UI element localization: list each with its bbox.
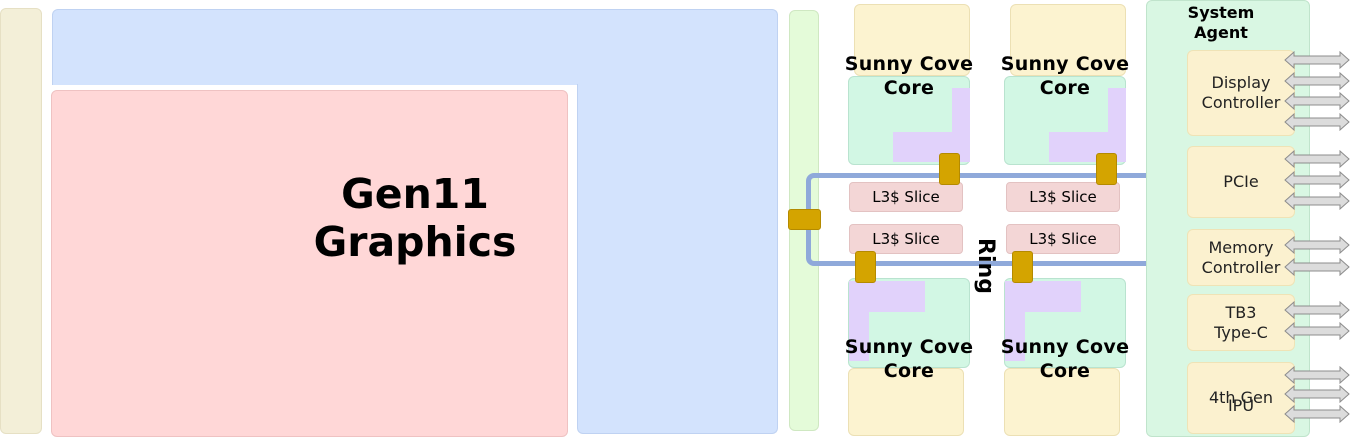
ring-label: Ring	[973, 238, 998, 294]
system-agent-title: System Agent	[1180, 3, 1262, 43]
display-controller-line2: Controller	[1201, 93, 1281, 112]
tb3-line1: TB3	[1225, 302, 1257, 322]
io-arrow-icon	[1284, 405, 1350, 423]
core-top-left-label-line1: Sunny Cove	[844, 53, 974, 75]
io-arrow-icon	[1284, 258, 1350, 276]
io-arrow-icon	[1284, 72, 1350, 90]
io-arrow-icon	[1284, 171, 1350, 189]
pcie-block: PCIe	[1187, 146, 1295, 218]
memory-controller-line1: Memory	[1208, 237, 1274, 257]
l3-slice: L3$ Slice	[1006, 224, 1120, 254]
ring-stop	[1012, 251, 1033, 283]
core-top-left-label: Sunny Cove Core	[839, 52, 979, 100]
tb3-line2: Type-C	[1214, 322, 1268, 342]
graphics-title-line2: Graphics	[313, 218, 517, 266]
core-top-right-cache	[1010, 4, 1126, 76]
core-top-right-label-line2: Core	[1039, 77, 1091, 99]
core-bottom-right-label: Sunny Cove Core	[995, 335, 1135, 383]
core-bottom-right-cache	[1004, 368, 1120, 436]
io-arrow-icon	[1284, 385, 1350, 403]
ring-stop	[939, 153, 960, 185]
io-arrow-icon	[1284, 192, 1350, 210]
core-top-left-label-line2: Core	[883, 77, 935, 99]
core-bottom-left-label: Sunny Cove Core	[839, 335, 979, 383]
core-top-right-label-line1: Sunny Cove	[1000, 53, 1130, 75]
graphics-title-line1: Gen11	[341, 170, 489, 218]
tb3-block: TB3 Type-C	[1187, 294, 1295, 351]
core-bottom-left-label-line1: Sunny Cove	[844, 336, 974, 358]
graphics-title: Gen11 Graphics	[300, 170, 530, 266]
memory-controller-block: Memory Controller	[1187, 229, 1295, 286]
core-top-left-cache	[854, 4, 970, 76]
ipu-line1: 4th Gen	[1208, 388, 1274, 407]
display-controller-line1: Display	[1211, 73, 1271, 92]
l3-slice: L3$ Slice	[849, 182, 963, 212]
core-bottom-right-accent-2	[1005, 281, 1081, 312]
system-agent-title-line1: System	[1187, 3, 1255, 22]
display-controller-block: Display Controller	[1187, 50, 1295, 136]
io-arrow-icon	[1284, 322, 1350, 340]
io-arrow-icon	[1284, 51, 1350, 69]
io-arrow-icon	[1284, 301, 1350, 319]
core-top-right-label: Sunny Cove Core	[995, 52, 1135, 100]
io-arrow-icon	[1284, 113, 1350, 131]
core-bottom-right-label-line1: Sunny Cove	[1000, 336, 1130, 358]
l3-slice: L3$ Slice	[849, 224, 963, 254]
system-agent-title-line2: Agent	[1194, 23, 1248, 42]
io-arrow-icon	[1284, 92, 1350, 110]
core-bottom-right-label-line2: Core	[1039, 360, 1091, 382]
graphics-top-band	[52, 9, 778, 85]
ring-stop	[1096, 153, 1117, 185]
ring-stop	[855, 251, 876, 283]
core-bottom-left-accent-2	[849, 281, 925, 312]
io-arrow-icon	[1284, 236, 1350, 254]
core-bottom-left-label-line2: Core	[883, 360, 935, 382]
io-arrow-icon	[1284, 366, 1350, 384]
memory-controller-line2: Controller	[1201, 257, 1281, 277]
graphics-main-block	[51, 90, 568, 437]
core-bottom-left-cache	[848, 368, 964, 436]
ipu-line2: IPU	[1227, 396, 1255, 415]
pcie-line1: PCIe	[1223, 172, 1259, 191]
io-arrow-icon	[1284, 150, 1350, 168]
l3-slice: L3$ Slice	[1006, 182, 1120, 212]
graphics-right-band	[577, 84, 778, 434]
left-edge-block	[0, 8, 42, 434]
ring-stop	[788, 209, 821, 230]
